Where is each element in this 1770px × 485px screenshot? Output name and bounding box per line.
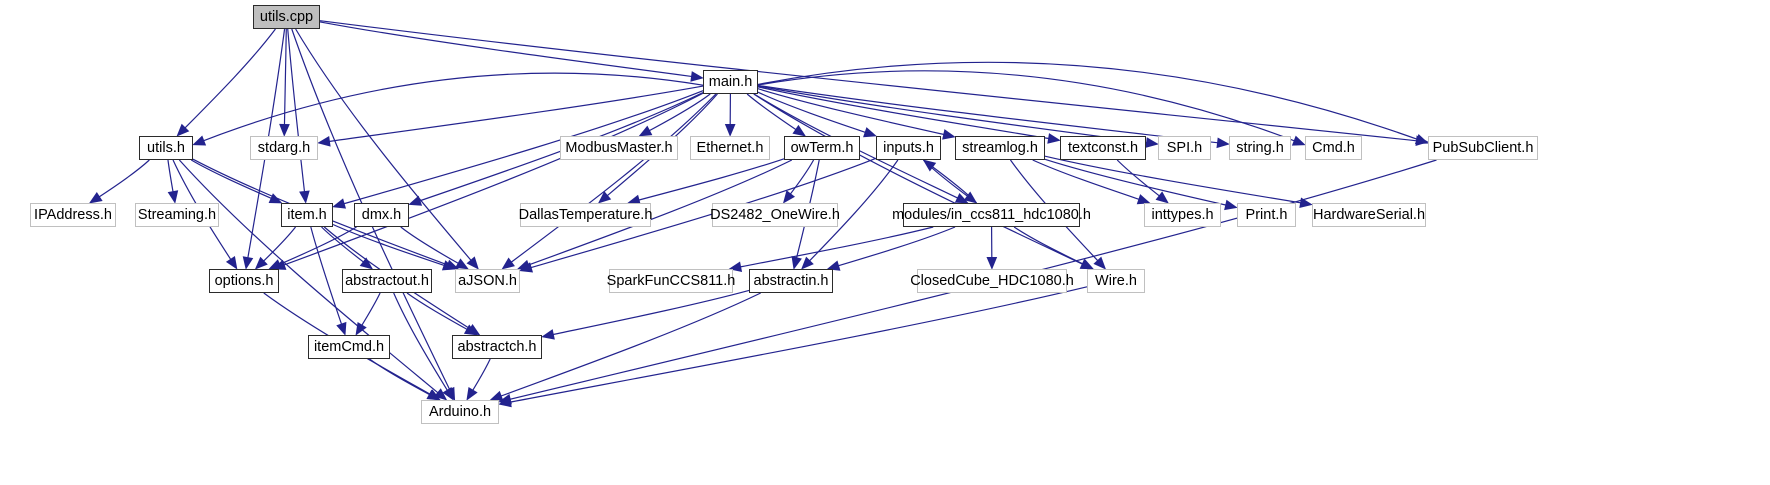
graph-node-in-ccs811-hdc1080-h[interactable]: modules/in_ccs811_hdc1080.h <box>892 203 1091 227</box>
graph-node-dallastemperature-h[interactable]: DallasTemperature.h <box>519 203 652 227</box>
graph-node-utils-cpp[interactable]: utils.cpp <box>253 5 320 29</box>
graph-node-abstractin-h[interactable]: abstractin.h <box>749 269 833 293</box>
graph-node-stdarg-h[interactable]: stdarg.h <box>250 136 318 160</box>
graph-node-main-h[interactable]: main.h <box>703 70 758 94</box>
graph-node-cmd-h[interactable]: Cmd.h <box>1305 136 1362 160</box>
graph-node-ethernet-h[interactable]: Ethernet.h <box>690 136 770 160</box>
graph-node-arduino-h[interactable]: Arduino.h <box>421 400 499 424</box>
graph-node-sparkfunccs811-h[interactable]: SparkFunCCS811.h <box>607 269 735 293</box>
graph-node-item-h[interactable]: item.h <box>281 203 333 227</box>
graph-node-print-h[interactable]: Print.h <box>1237 203 1296 227</box>
graph-node-pubsubclient-h[interactable]: PubSubClient.h <box>1428 136 1538 160</box>
graph-node-string-h[interactable]: string.h <box>1229 136 1291 160</box>
graph-node-utils-h[interactable]: utils.h <box>139 136 193 160</box>
graph-node-ajson-h[interactable]: aJSON.h <box>455 269 520 293</box>
graph-node-streaming-h[interactable]: Streaming.h <box>135 203 219 227</box>
graph-node-ds2482-onewire-h[interactable]: DS2482_OneWire.h <box>710 203 840 227</box>
graph-node-streamlog-h[interactable]: streamlog.h <box>955 136 1045 160</box>
graph-node-ipaddress-h[interactable]: IPAddress.h <box>30 203 116 227</box>
graph-node-textconst-h[interactable]: textconst.h <box>1060 136 1146 160</box>
graph-node-closedcube-hdc1080-h[interactable]: ClosedCube_HDC1080.h <box>910 269 1074 293</box>
graph-node-wire-h[interactable]: Wire.h <box>1087 269 1145 293</box>
graph-node-options-h[interactable]: options.h <box>209 269 279 293</box>
graph-node-dmx-h[interactable]: dmx.h <box>354 203 409 227</box>
graph-node-inttypes-h[interactable]: inttypes.h <box>1144 203 1221 227</box>
graph-node-inputs-h[interactable]: inputs.h <box>876 136 941 160</box>
graph-node-hardwareserial-h[interactable]: HardwareSerial.h <box>1312 203 1426 227</box>
graph-node-modbusmaster-h[interactable]: ModbusMaster.h <box>560 136 678 160</box>
graph-node-abstractout-h[interactable]: abstractout.h <box>342 269 432 293</box>
graph-node-owterm-h[interactable]: owTerm.h <box>784 136 860 160</box>
graph-node-abstractch-h[interactable]: abstractch.h <box>452 335 542 359</box>
graph-node-spi-h[interactable]: SPI.h <box>1158 136 1211 160</box>
graph-node-itemcmd-h[interactable]: itemCmd.h <box>308 335 390 359</box>
